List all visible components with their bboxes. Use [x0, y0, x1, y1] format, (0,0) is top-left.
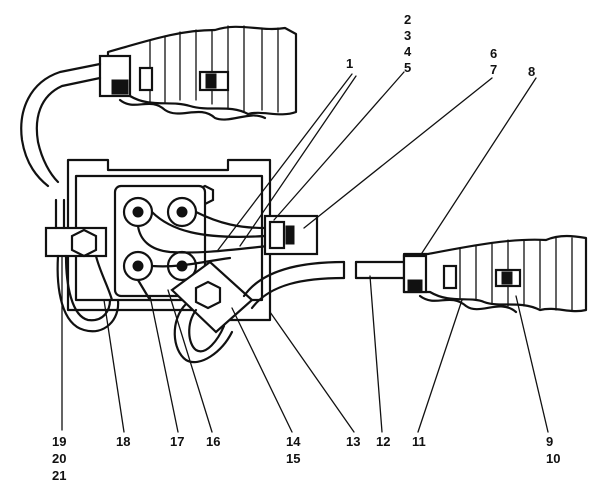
callout-21: 21 [52, 468, 66, 483]
internal-wires [136, 210, 270, 302]
callout-11: 11 [412, 434, 426, 449]
callout-7: 7 [490, 62, 497, 77]
callout-19: 19 [52, 434, 66, 449]
callout-15: 15 [286, 451, 300, 466]
main-cable [242, 260, 410, 310]
junction-box-housing [66, 158, 272, 322]
relay-connector [263, 214, 319, 256]
callout-13: 13 [346, 434, 360, 449]
upper-boot-connector [20, 25, 298, 188]
callout-5: 5 [404, 60, 411, 75]
callout-12: 12 [376, 434, 390, 449]
callout-labels: 1 2 3 4 5 6 7 8 9 10 11 12 13 14 15 16 1… [52, 12, 560, 483]
callout-17: 17 [170, 434, 184, 449]
callout-4: 4 [404, 44, 412, 59]
callout-16: 16 [206, 434, 220, 449]
callout-6: 6 [490, 46, 497, 61]
callout-3: 3 [404, 28, 411, 43]
lower-boot-connector [402, 234, 588, 314]
callout-1: 1 [346, 56, 353, 71]
callout-10: 10 [546, 451, 560, 466]
callout-20: 20 [52, 451, 66, 466]
callout-2: 2 [404, 12, 411, 27]
callout-14: 14 [286, 434, 301, 449]
leader-lines [61, 71, 549, 433]
callout-9: 9 [546, 434, 553, 449]
callout-8: 8 [528, 64, 535, 79]
left-clamp [44, 198, 120, 333]
lower-clamp [170, 260, 254, 364]
callout-18: 18 [116, 434, 130, 449]
